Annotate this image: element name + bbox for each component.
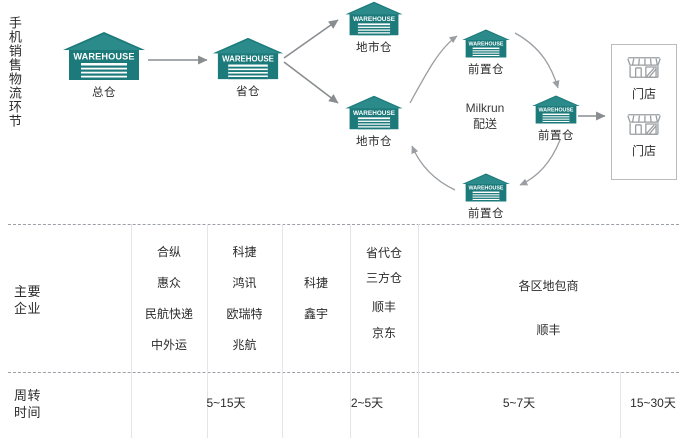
- node-province-warehouse[interactable]: WAREHOUSE 省仓: [208, 36, 288, 99]
- cell-line: 欧瑞特: [226, 307, 263, 321]
- store-item-1[interactable]: 门店: [612, 54, 676, 102]
- table-cell-companies-5: 省代仓 三方仓 顺丰 京东: [350, 241, 418, 344]
- svg-text:WAREHOUSE: WAREHOUSE: [73, 52, 134, 62]
- cell-line: 兆航: [232, 338, 257, 352]
- table-mid-rule: [8, 372, 679, 373]
- cell-line: 中外运: [150, 338, 187, 352]
- node-label: 前置仓: [468, 208, 504, 220]
- milkrun-line2: 配送: [472, 117, 497, 132]
- store-item-2[interactable]: 门店: [612, 111, 676, 159]
- col-divider-3: [282, 224, 283, 438]
- table-cell-companies-6: 各区地包商 顺丰: [418, 264, 679, 352]
- diagram-side-label: 手机销售物流环节: [6, 16, 22, 128]
- cell-line: 5~15天: [206, 396, 246, 410]
- cell-line: 省代仓: [365, 246, 402, 260]
- table-cell-time-5: 15~30天: [620, 397, 686, 409]
- col-divider-2: [207, 224, 208, 438]
- arrow-front-top-to-front-right: [514, 32, 560, 89]
- arrow-province-to-city-top: [283, 19, 339, 59]
- cell-line: 顺丰: [371, 300, 396, 314]
- arrow-front-right-to-front-bottom: [519, 139, 561, 186]
- svg-text:WAREHOUSE: WAREHOUSE: [469, 186, 504, 192]
- warehouse-icon: WAREHOUSE: [462, 173, 510, 202]
- table-cell-time-4: 5~7天: [418, 397, 620, 409]
- svg-text:WAREHOUSE: WAREHOUSE: [469, 42, 504, 48]
- node-label: 地市仓: [356, 42, 392, 54]
- col-divider-4: [350, 224, 351, 438]
- node-front-warehouse-right[interactable]: WAREHOUSE 前置仓: [528, 94, 584, 143]
- cell-line: 科捷: [303, 276, 328, 290]
- table-cell-time-3: 2~5天: [316, 397, 418, 409]
- row-label-turnover-time: 周转 时间: [14, 388, 114, 421]
- col-divider-5: [418, 224, 419, 438]
- col-divider-1: [131, 224, 132, 438]
- milkrun-center-label: Milkrun 配送: [440, 100, 530, 132]
- row-label-line-2: 时间: [14, 404, 42, 420]
- summary-table: 主要 企业 合纵 惠众 民航快递 中外运 科捷 鸿讯 欧瑞特 兆航 科捷 鑫宇 …: [0, 222, 687, 438]
- warehouse-icon: WAREHOUSE: [532, 95, 580, 124]
- cell-line: 15~30天: [630, 396, 676, 410]
- row-label-line-1: 主要: [14, 284, 42, 299]
- svg-text:WAREHOUSE: WAREHOUSE: [222, 55, 274, 64]
- cell-line: 三方仓: [365, 271, 402, 285]
- table-cell-time-2: 5~15天: [170, 397, 282, 409]
- storefront-icon: [627, 114, 661, 135]
- node-label: 前置仓: [468, 64, 504, 76]
- table-cell-companies-3: 科捷 鸿讯 欧瑞特 兆航: [207, 237, 282, 361]
- storefront-icon: [627, 57, 661, 78]
- row-label-line-1: 周转: [14, 388, 42, 403]
- node-city-warehouse-top[interactable]: WAREHOUSE 地市仓: [341, 0, 407, 55]
- svg-text:WAREHOUSE: WAREHOUSE: [353, 16, 396, 23]
- cell-line: 5~7天: [502, 396, 536, 410]
- table-cell-companies-2: 合纵 惠众 民航快递 中外运: [131, 237, 207, 361]
- cell-line: 鑫宇: [303, 307, 328, 321]
- arrow-province-to-city-bottom: [283, 61, 339, 104]
- row-label-main-companies: 主要 企业: [14, 284, 114, 317]
- node-front-warehouse-top[interactable]: WAREHOUSE 前置仓: [458, 28, 514, 77]
- node-front-warehouse-bottom[interactable]: WAREHOUSE 前置仓: [458, 172, 514, 221]
- cell-line: 民航快递: [144, 307, 193, 321]
- cell-line: 顺丰: [536, 323, 561, 337]
- cell-line: 各区地包商: [518, 279, 579, 293]
- node-label: 省仓: [236, 86, 260, 98]
- logistics-diagram: 手机销售物流环节: [6, 0, 677, 221]
- cell-line: 2~5天: [350, 396, 384, 410]
- arrow-front-bottom-to-city: [411, 145, 456, 191]
- table-cell-companies-4: 科捷 鑫宇: [282, 268, 350, 330]
- cell-line: 科捷: [232, 245, 257, 259]
- cell-line: 惠众: [156, 276, 181, 290]
- cell-line: 鸿讯: [232, 276, 257, 290]
- node-label: 总仓: [92, 87, 116, 99]
- warehouse-icon: WAREHOUSE: [462, 29, 510, 58]
- warehouse-icon: WAREHOUSE: [212, 37, 284, 80]
- cell-line: 合纵: [156, 245, 181, 259]
- col-divider-6: [620, 372, 621, 438]
- store-group-box: 门店 门店: [611, 44, 677, 180]
- node-label: 地市仓: [356, 136, 392, 148]
- warehouse-icon: WAREHOUSE: [63, 32, 145, 80]
- cell-line: 京东: [371, 326, 396, 340]
- svg-text:WAREHOUSE: WAREHOUSE: [539, 108, 574, 114]
- row-label-line-2: 企业: [14, 300, 42, 316]
- node-central-warehouse[interactable]: WAREHOUSE 总仓: [56, 30, 152, 100]
- arrow-city-to-front-top: [409, 35, 458, 104]
- node-label: 前置仓: [538, 130, 574, 142]
- node-city-warehouse-bottom[interactable]: WAREHOUSE 地市仓: [341, 94, 407, 149]
- warehouse-icon: WAREHOUSE: [345, 1, 403, 36]
- svg-text:WAREHOUSE: WAREHOUSE: [353, 110, 396, 117]
- milkrun-line1: Milkrun: [465, 101, 505, 115]
- store-label: 门店: [631, 144, 656, 158]
- arrow-layer: [148, 19, 606, 191]
- store-label: 门店: [631, 87, 656, 101]
- table-top-rule: [8, 224, 679, 225]
- warehouse-icon: WAREHOUSE: [345, 95, 403, 130]
